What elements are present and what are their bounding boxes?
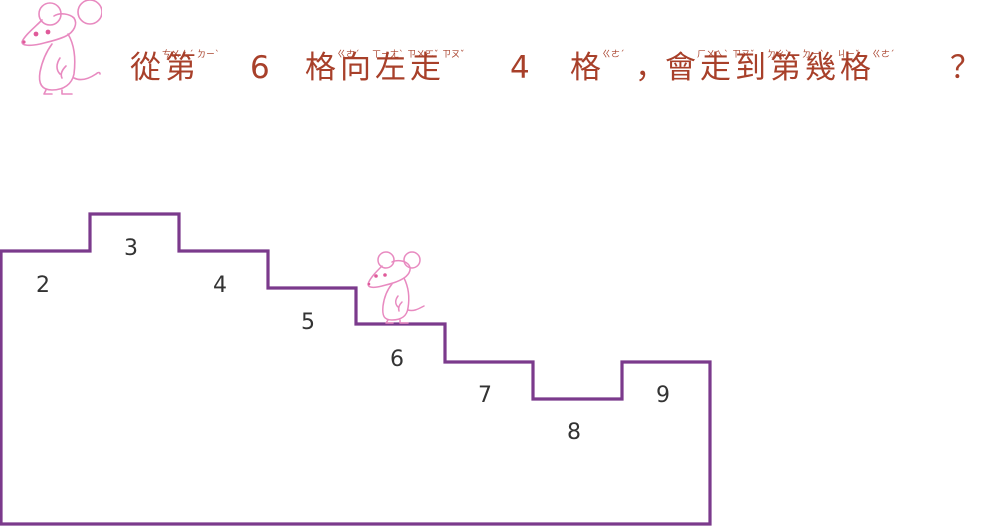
question-char: 格 bbox=[570, 50, 601, 86]
question-char: 左 bbox=[375, 50, 406, 86]
question-zhuyin: ㄗㄨㄛˇ bbox=[407, 50, 439, 60]
question-char: 到 bbox=[735, 50, 766, 86]
question-char: 從 bbox=[130, 50, 161, 86]
step-label-9: 9 bbox=[656, 383, 670, 408]
stair-mouse-icon bbox=[364, 250, 428, 324]
question-zhuyin: ㄉㄧˋ bbox=[197, 50, 220, 60]
question-char: 向 bbox=[340, 50, 371, 86]
question-char: ？ bbox=[950, 50, 981, 86]
staircase-outline bbox=[0, 212, 712, 526]
question-char: 幾 bbox=[805, 50, 836, 86]
question-zhuyin: ㄒㄧㄤˋ bbox=[372, 50, 404, 60]
question-zhuyin: ㄍㄜˊ bbox=[337, 50, 360, 60]
step-label-3: 3 bbox=[124, 236, 138, 261]
question-zhuyin: ㄍㄜˊ bbox=[602, 50, 625, 60]
question-zhuyin: ㄉㄠˋ bbox=[767, 50, 790, 60]
step-label-2: 2 bbox=[36, 273, 50, 298]
question-zhuyin: ㄏㄨㄟˋ bbox=[697, 50, 729, 60]
question-zhuyin: ㄗㄡˇ bbox=[442, 50, 465, 60]
question-char: 會 bbox=[665, 50, 696, 86]
question-zhuyin: ㄐㄧˇ bbox=[837, 50, 860, 60]
step-label-6: 6 bbox=[390, 347, 404, 372]
question-char: 6 bbox=[250, 50, 270, 86]
question-char: 走 bbox=[410, 50, 441, 86]
question-char: 第 bbox=[770, 50, 801, 86]
question-zhuyin: ㄍㄜˊ bbox=[872, 50, 895, 60]
question-char: 4 bbox=[510, 50, 530, 86]
question-char: 第 bbox=[165, 50, 196, 86]
question-zhuyin: ㄗㄡˇ bbox=[732, 50, 755, 60]
step-label-8: 8 bbox=[567, 420, 581, 445]
question-char: 走 bbox=[700, 50, 731, 86]
question-zhuyin: ㄉㄧˋ bbox=[802, 50, 825, 60]
question-char: ， bbox=[635, 50, 666, 86]
question-char: 格 bbox=[305, 50, 336, 86]
question-zhuyin: ㄘㄨㄥˊ bbox=[162, 50, 194, 60]
step-label-4: 4 bbox=[213, 273, 227, 298]
step-label-5: 5 bbox=[301, 310, 315, 335]
step-label-7: 7 bbox=[478, 383, 492, 408]
title-mouse-icon bbox=[16, 0, 102, 96]
question-char: 格 bbox=[840, 50, 871, 86]
